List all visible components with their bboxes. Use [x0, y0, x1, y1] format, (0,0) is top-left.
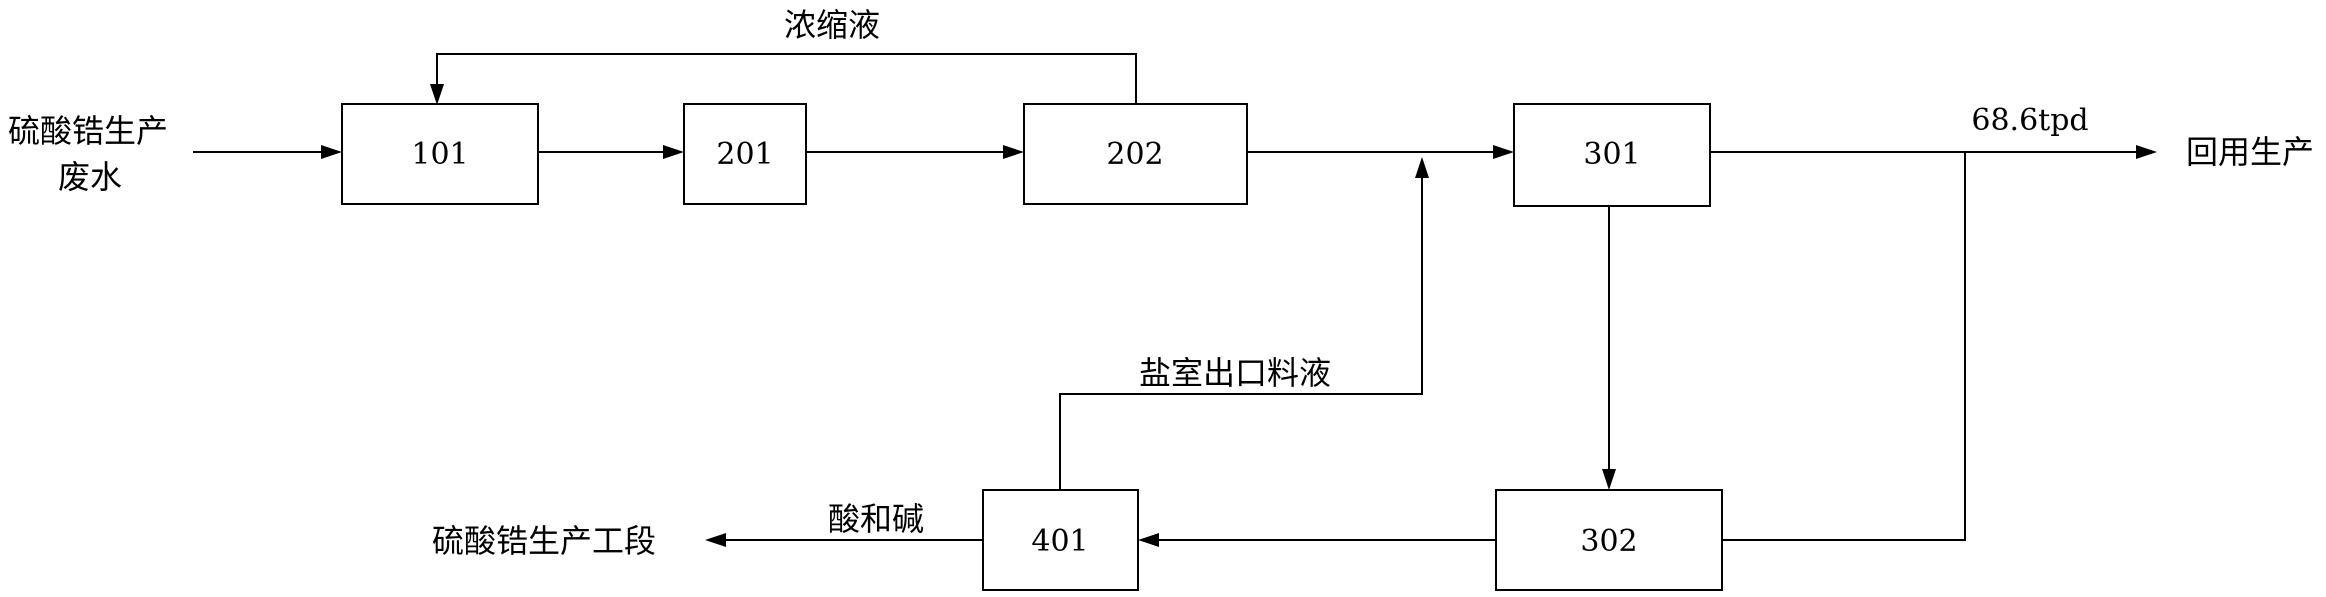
- line-302-to-reuse-branch: [1710, 152, 1966, 541]
- unit-201-label: 201: [716, 137, 773, 172]
- arrowhead-101-in: [321, 145, 342, 159]
- arrowhead-concentrate: [430, 84, 444, 105]
- arrowhead-201-in: [663, 145, 684, 159]
- unit-301: [1513, 103, 1711, 207]
- concentrate-label: 浓缩液: [784, 6, 880, 44]
- arrowhead-302-in: [1602, 469, 1616, 490]
- arrowhead-reuse: [2136, 145, 2157, 159]
- flow-rate-label: 68.6tpd: [1971, 103, 2088, 138]
- unit-101: [341, 103, 539, 205]
- unit-302: [1495, 489, 1723, 591]
- arrow-concentrate-recycle: [436, 53, 1137, 104]
- unit-101-label: 101: [411, 137, 468, 172]
- reuse-label: 回用生产: [2186, 133, 2314, 171]
- unit-201: [683, 103, 807, 205]
- unit-301-label: 301: [1583, 137, 1640, 172]
- input-label-line1: 硫酸锆生产: [8, 112, 168, 150]
- unit-401-label: 401: [1031, 524, 1088, 559]
- arrowhead-202-in: [1003, 145, 1024, 159]
- acid-base-label: 酸和碱: [828, 500, 924, 538]
- unit-302-label: 302: [1580, 524, 1637, 559]
- input-label-line2: 废水: [58, 158, 122, 196]
- unit-202: [1023, 103, 1248, 205]
- unit-401: [982, 489, 1139, 591]
- output-section-label: 硫酸锆生产工段: [432, 522, 656, 560]
- arrowhead-401-in: [1138, 533, 1159, 547]
- arrowhead-section: [705, 533, 726, 547]
- unit-202-label: 202: [1106, 137, 1163, 172]
- arrow-salt-outlet-recycle: [1059, 176, 1423, 490]
- arrowhead-301-in: [1493, 145, 1514, 159]
- arrowhead-salt-outlet: [1415, 157, 1429, 178]
- salt-outlet-label: 盐室出口料液: [1139, 354, 1331, 392]
